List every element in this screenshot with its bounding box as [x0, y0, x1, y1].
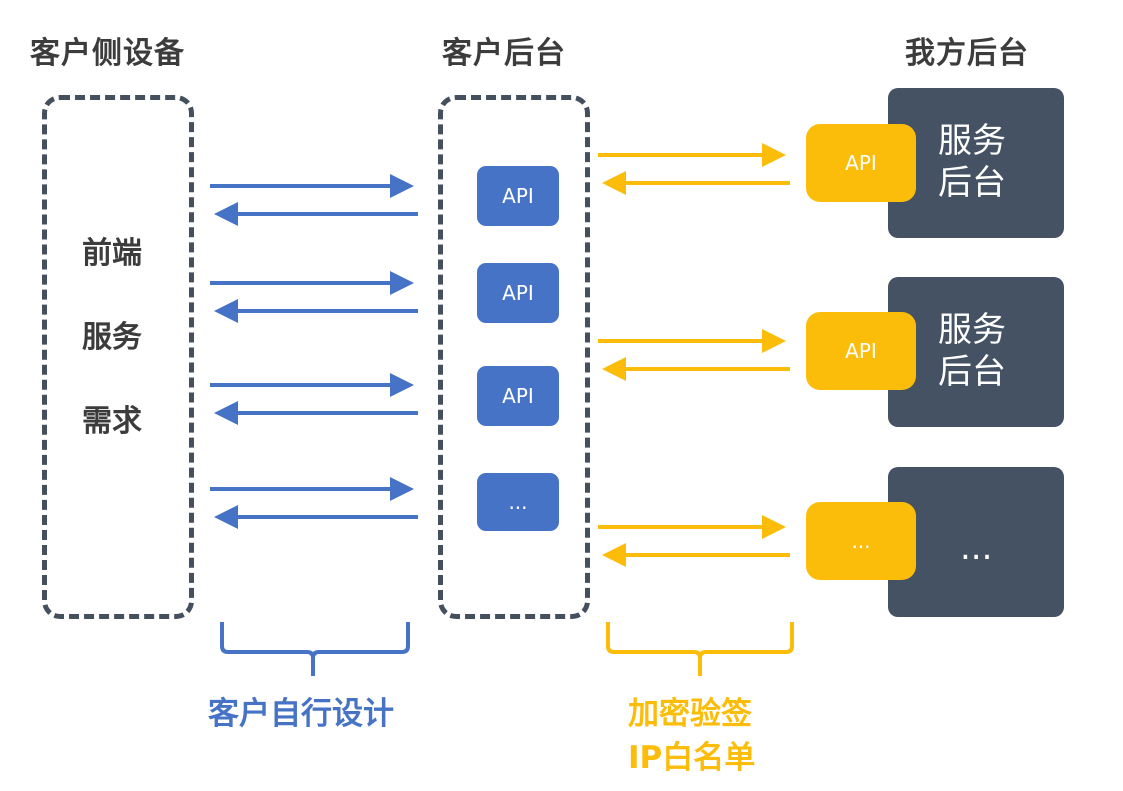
server-3-label: ...: [960, 528, 993, 568]
client-device-line-service: 服务: [82, 320, 142, 355]
server-3: ...: [888, 467, 1064, 617]
client-device-line-frontend: 前端: [82, 236, 142, 271]
server-2: 服务 后台: [888, 277, 1064, 427]
label-ip-whitelist: IP白名单: [628, 740, 756, 776]
client-api-3: API: [477, 366, 559, 426]
client-api-2: API: [477, 263, 559, 323]
server-2-api: API: [806, 312, 916, 390]
server-1-label: 服务 后台: [938, 121, 1006, 203]
client-api-1: API: [477, 166, 559, 226]
client-device-box: [42, 95, 194, 619]
our-backend-title: 我方后台: [905, 36, 1029, 71]
server-1: 服务 后台: [888, 88, 1064, 238]
client-api-more: ...: [477, 473, 559, 531]
label-client-design: 客户自行设计: [208, 696, 394, 732]
client-device-line-demand: 需求: [82, 404, 142, 439]
server-2-label: 服务 后台: [938, 310, 1006, 392]
label-encryption: 加密验签: [628, 696, 752, 732]
bracket-right: [606, 622, 794, 676]
client-device-title: 客户侧设备: [30, 36, 185, 71]
server-1-api: API: [806, 124, 916, 202]
server-3-api: ...: [806, 502, 916, 580]
bracket-left: [220, 622, 410, 676]
client-backend-box: [438, 95, 590, 619]
client-backend-title: 客户后台: [442, 36, 566, 71]
